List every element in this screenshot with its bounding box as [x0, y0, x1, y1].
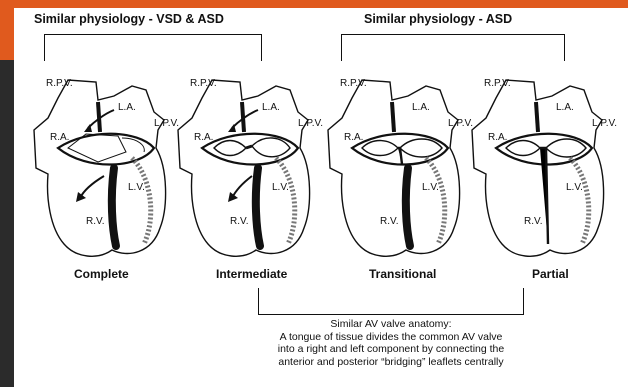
- heart-complete-drawing: [28, 68, 178, 263]
- label-ra: R.A.: [488, 132, 507, 143]
- label-rpv: R.P.V.: [190, 78, 217, 89]
- caption-line-2: A tongue of tissue divides the common AV…: [246, 331, 536, 344]
- label-rv: R.V.: [524, 216, 543, 227]
- label-rv: R.V.: [230, 216, 249, 227]
- accent-strip: [0, 0, 628, 8]
- heart-transitional: R.P.V. L.A. L.P.V. R.A. L.V. R.V.: [322, 68, 472, 263]
- bracket-vsd-asd: [44, 34, 262, 61]
- heart-intermediate: R.P.V. L.A. L.P.V. R.A. L.V. R.V.: [172, 68, 322, 263]
- caption-line-4: anterior and posterior “bridging” leafle…: [246, 356, 536, 369]
- label-lv: L.V.: [272, 182, 289, 193]
- accent-bar: [0, 0, 14, 60]
- heart-partial: R.P.V. L.A. L.P.V. R.A. L.V. R.V.: [466, 68, 616, 263]
- diagram-panel: Similar physiology - VSD & ASD Similar p…: [14, 8, 628, 387]
- label-ra: R.A.: [50, 132, 69, 143]
- label-la: L.A.: [412, 102, 430, 113]
- label-lv: L.V.: [566, 182, 583, 193]
- label-lv: L.V.: [422, 182, 439, 193]
- heart-intermediate-drawing: [172, 68, 322, 263]
- label-lv: L.V.: [128, 182, 145, 193]
- title-partial: Partial: [532, 267, 569, 281]
- label-rv: R.V.: [86, 216, 105, 227]
- heart-partial-drawing: [466, 68, 616, 263]
- label-la: L.A.: [118, 102, 136, 113]
- bracket-av-valve: [258, 288, 524, 315]
- label-rv: R.V.: [380, 216, 399, 227]
- label-la: L.A.: [262, 102, 280, 113]
- title-complete: Complete: [74, 267, 129, 281]
- header-asd: Similar physiology - ASD: [364, 12, 512, 26]
- header-vsd-asd: Similar physiology - VSD & ASD: [34, 12, 224, 26]
- title-transitional: Transitional: [369, 267, 436, 281]
- caption-line-1: Similar AV valve anatomy:: [246, 318, 536, 331]
- label-lpv: L.P.V.: [592, 118, 617, 129]
- bracket-asd: [341, 34, 565, 61]
- label-lpv: L.P.V.: [298, 118, 323, 129]
- caption-line-3: into a right and left component by conne…: [246, 343, 536, 356]
- label-ra: R.A.: [194, 132, 213, 143]
- title-intermediate: Intermediate: [216, 267, 287, 281]
- label-ra: R.A.: [344, 132, 363, 143]
- label-rpv: R.P.V.: [46, 78, 73, 89]
- label-la: L.A.: [556, 102, 574, 113]
- heart-transitional-drawing: [322, 68, 472, 263]
- label-rpv: R.P.V.: [340, 78, 367, 89]
- heart-complete: R.P.V. L.A. L.P.V. R.A. L.V. R.V.: [28, 68, 178, 263]
- label-rpv: R.P.V.: [484, 78, 511, 89]
- av-valve-caption: Similar AV valve anatomy: A tongue of ti…: [246, 318, 536, 368]
